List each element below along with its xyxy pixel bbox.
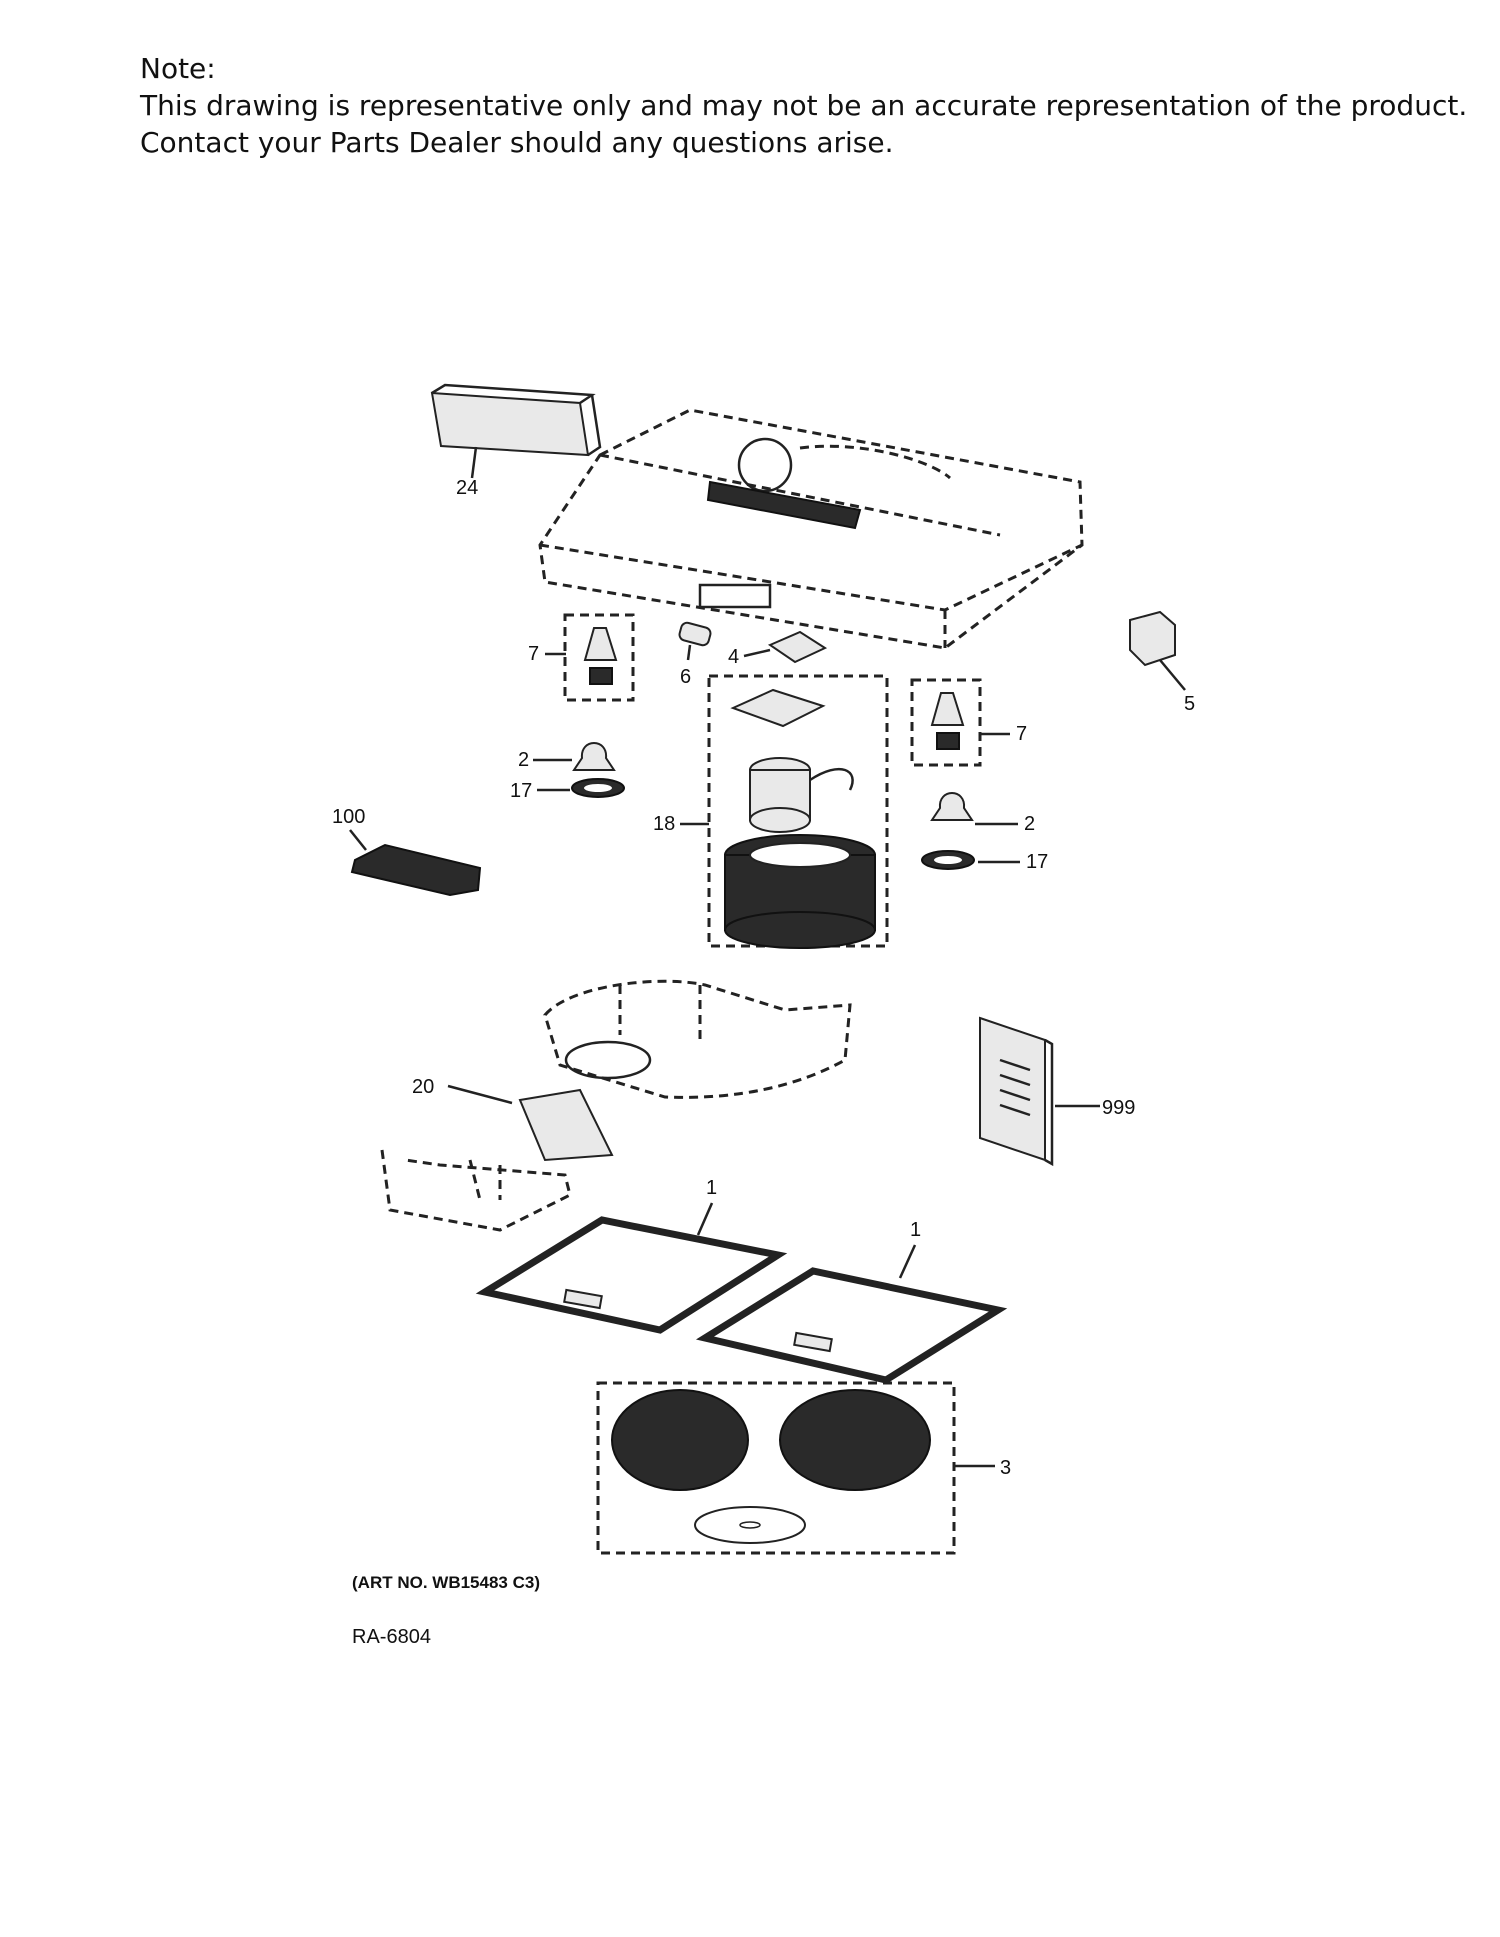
part-5-bracket (1129, 610, 1186, 691)
part-6-component (678, 621, 712, 661)
callout-7-left: 7 (528, 643, 539, 665)
disclaimer-note: Note: This drawing is representative onl… (140, 50, 1467, 161)
part-1-grease-filter-left (475, 1202, 788, 1334)
duct-transition (380, 1149, 572, 1232)
part-2-bulb-right (930, 792, 974, 821)
part-4-circuit-board (767, 630, 828, 664)
part-17-trim-ring-left (571, 778, 625, 798)
note-heading: Note: (140, 52, 216, 85)
callout-18: 18 (653, 813, 675, 835)
note-line-2: Contact your Parts Dealer should any que… (140, 126, 894, 159)
note-line-1: This drawing is representative only and … (140, 89, 1468, 122)
exhaust-port (737, 437, 793, 493)
part-7-light-socket-left (563, 613, 635, 702)
ra-number: RA-6804 (352, 1626, 431, 1648)
part-18-motor-blower-assembly (707, 674, 889, 949)
callout-999: 999 (1102, 1097, 1135, 1119)
control-window (698, 583, 772, 609)
callout-17-right: 17 (1026, 851, 1048, 873)
callout-6: 6 (680, 666, 691, 688)
part-100-control-module (349, 829, 482, 897)
art-number: (ART NO. WB15483 C3) (352, 1573, 540, 1592)
callout-5: 5 (1184, 693, 1195, 715)
part-17-trim-ring-right (921, 850, 975, 870)
callout-2-left: 2 (518, 749, 529, 771)
callout-1-right: 1 (910, 1219, 921, 1241)
part-999-use-and-care-manual (979, 1016, 1100, 1167)
blower-housing (543, 979, 852, 1099)
part-20-filter-panel (447, 1084, 614, 1162)
callout-100: 100 (332, 806, 365, 828)
callout-3: 3 (1000, 1457, 1011, 1479)
motor-plate (730, 688, 826, 728)
callout-17-left: 17 (510, 780, 532, 802)
part-24-duct-connector (430, 383, 602, 479)
callout-24: 24 (456, 477, 478, 499)
callout-4: 4 (728, 646, 739, 668)
part-2-bulb-left (572, 742, 616, 771)
part-7-light-socket-right (910, 678, 982, 767)
callout-20: 20 (412, 1076, 434, 1098)
range-hood-body (538, 408, 1084, 650)
vent-slots (706, 480, 862, 530)
callout-2-right: 2 (1024, 813, 1035, 835)
part-3-charcoal-filter-kit (596, 1381, 995, 1555)
part-1-grease-filter-right (695, 1244, 1008, 1384)
callout-1-left: 1 (706, 1177, 717, 1199)
callout-7-right: 7 (1016, 723, 1027, 745)
